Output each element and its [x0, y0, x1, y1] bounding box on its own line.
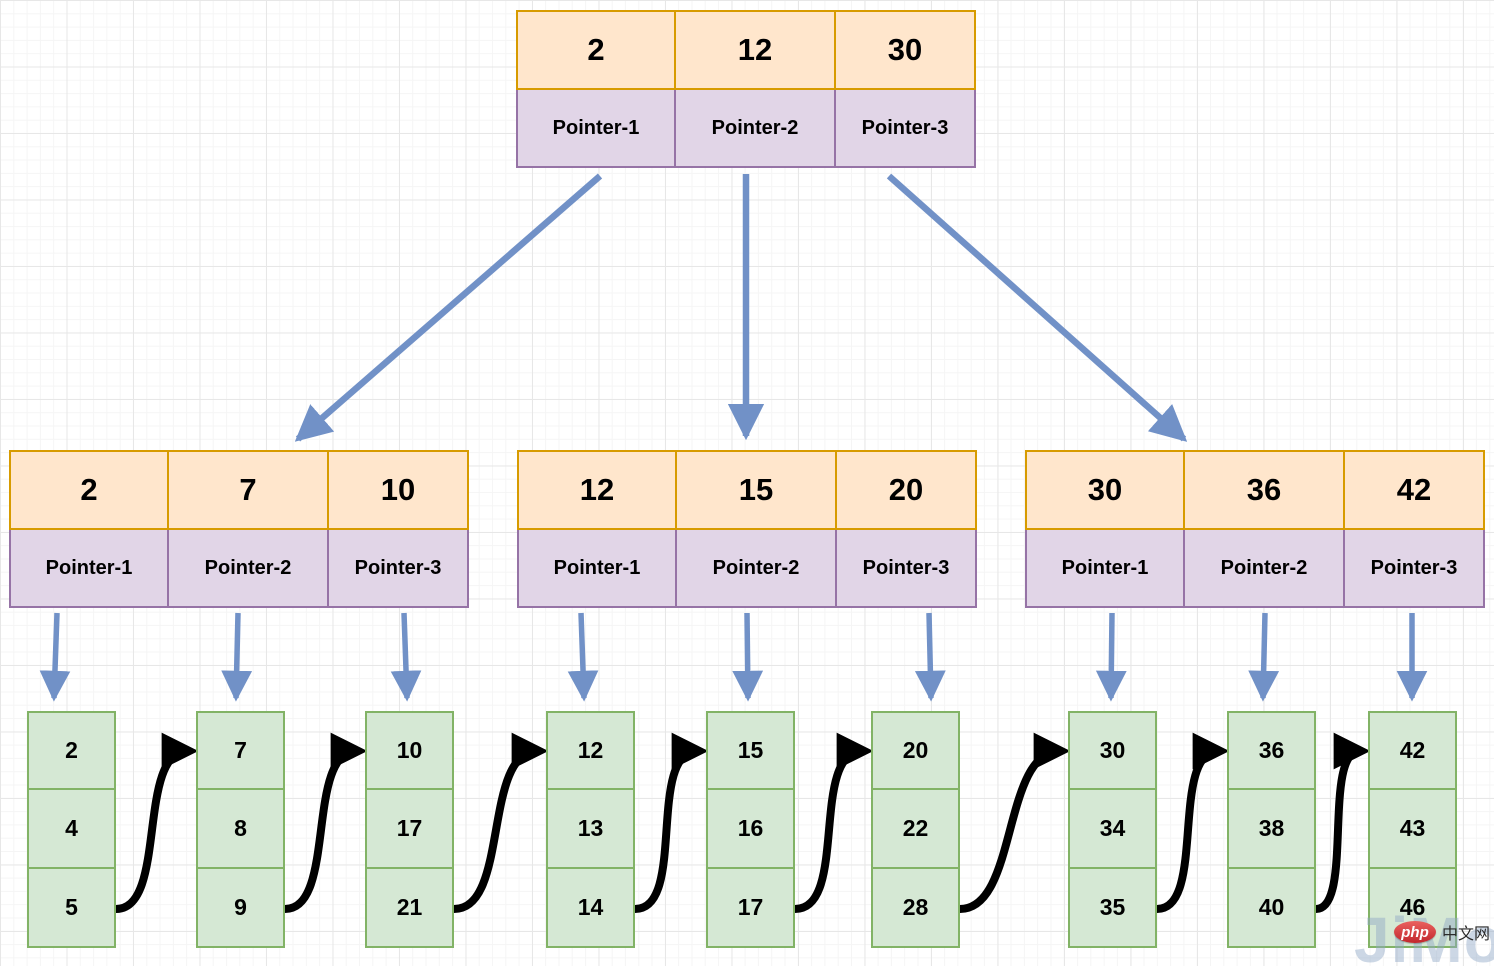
leaf-value-cell: 9	[196, 869, 285, 948]
internal-key-cell: 10	[329, 450, 469, 530]
leaf-value-cell: 35	[1068, 869, 1157, 948]
internal-node-3: 30 36 42 Pointer-1 Pointer-2 Pointer-3	[1025, 450, 1485, 608]
arrow-leaf-4-to-leaf-5	[631, 732, 709, 913]
leaf-value-cell: 13	[546, 790, 635, 869]
leaf-value-cell: 38	[1227, 790, 1316, 869]
arrow-pointer-to-leaf-1	[39, 612, 71, 702]
leaf-value-cell: 40	[1227, 869, 1316, 948]
arrow-leaf-2-to-leaf-3	[281, 732, 368, 913]
leaf-value-cell: 42	[1368, 711, 1457, 790]
internal-pointer-cell: Pointer-2	[677, 530, 837, 608]
internal-key-cell: 20	[837, 450, 977, 530]
internal-3-pointer-row: Pointer-1 Pointer-2 Pointer-3	[1025, 530, 1485, 608]
root-pointer-cell: Pointer-3	[836, 90, 976, 168]
internal-node-1: 2 7 10 Pointer-1 Pointer-2 Pointer-3	[9, 450, 469, 608]
leaf-value-cell: 43	[1368, 790, 1457, 869]
leaf-value-cell: 17	[365, 790, 454, 869]
arrow-leaf-7-to-leaf-8	[1153, 732, 1230, 913]
leaf-value-cell: 36	[1227, 711, 1316, 790]
leaf-value-cell: 22	[871, 790, 960, 869]
arrow-leaf-8-to-leaf-9	[1312, 732, 1371, 913]
php-logo-icon: php	[1394, 921, 1436, 943]
internal-pointer-cell: Pointer-2	[169, 530, 329, 608]
arrow-pointer-to-leaf-4	[567, 612, 599, 702]
leaf-value-cell: 20	[871, 711, 960, 790]
internal-key-cell: 12	[517, 450, 677, 530]
root-pointer-cell: Pointer-2	[676, 90, 836, 168]
internal-pointer-cell: Pointer-1	[517, 530, 677, 608]
internal-key-cell: 42	[1345, 450, 1485, 530]
internal-pointer-cell: Pointer-1	[1025, 530, 1185, 608]
arrow-leaf-3-to-leaf-4	[450, 732, 549, 913]
root-pointer-cell: Pointer-1	[516, 90, 676, 168]
leaf-node-4: 12 13 14	[546, 711, 635, 948]
internal-1-pointer-row: Pointer-1 Pointer-2 Pointer-3	[9, 530, 469, 608]
leaf-node-8: 36 38 40	[1227, 711, 1316, 948]
leaf-value-cell: 5	[27, 869, 116, 948]
site-logo: php 中文网	[1394, 920, 1490, 944]
leaf-value-cell: 16	[706, 790, 795, 869]
internal-key-cell: 30	[1025, 450, 1185, 530]
leaf-node-7: 30 34 35	[1068, 711, 1157, 948]
internal-pointer-cell: Pointer-3	[1345, 530, 1485, 608]
leaf-node-2: 7 8 9	[196, 711, 285, 948]
leaf-value-cell: 8	[196, 790, 285, 869]
site-logo-label: 中文网	[1442, 926, 1491, 943]
internal-pointer-cell: Pointer-3	[329, 530, 469, 608]
leaf-node-5: 15 16 17	[706, 711, 795, 948]
root-pointer-row: Pointer-1 Pointer-2 Pointer-3	[516, 90, 976, 168]
internal-pointer-cell: Pointer-3	[837, 530, 977, 608]
leaf-value-cell: 7	[196, 711, 285, 790]
leaf-node-9: 42 43 46	[1368, 711, 1457, 948]
internal-node-2: 12 15 20 Pointer-1 Pointer-2 Pointer-3	[517, 450, 977, 608]
root-key-row: 2 12 30	[516, 10, 976, 90]
internal-1-key-row: 2 7 10	[9, 450, 469, 530]
leaf-node-6: 20 22 28	[871, 711, 960, 948]
arrow-pointer-to-leaf-8	[1248, 612, 1280, 702]
leaf-value-cell: 21	[365, 869, 454, 948]
arrow-leaf-1-to-leaf-2	[112, 732, 199, 913]
arrow-leaf-6-to-leaf-7	[956, 732, 1071, 913]
arrow-pointer-to-leaf-6	[914, 612, 946, 702]
root-key-cell: 12	[676, 10, 836, 90]
internal-3-key-row: 30 36 42	[1025, 450, 1485, 530]
leaf-value-cell: 10	[365, 711, 454, 790]
internal-pointer-cell: Pointer-2	[1185, 530, 1345, 608]
root-key-cell: 30	[836, 10, 976, 90]
internal-key-cell: 2	[9, 450, 169, 530]
internal-2-key-row: 12 15 20	[517, 450, 977, 530]
leaf-value-cell: 17	[706, 869, 795, 948]
internal-2-pointer-row: Pointer-1 Pointer-2 Pointer-3	[517, 530, 977, 608]
leaf-node-3: 10 17 21	[365, 711, 454, 948]
arrow-leaf-5-to-leaf-6	[791, 732, 874, 913]
internal-pointer-cell: Pointer-1	[9, 530, 169, 608]
arrow-root-to-internal-3	[886, 173, 1188, 442]
leaf-value-cell: 30	[1068, 711, 1157, 790]
arrow-pointer-to-leaf-7	[1095, 612, 1127, 702]
root-node: 2 12 30 Pointer-1 Pointer-2 Pointer-3	[516, 10, 976, 168]
leaf-value-cell: 4	[27, 790, 116, 869]
leaf-value-cell: 15	[706, 711, 795, 790]
internal-key-cell: 7	[169, 450, 329, 530]
leaf-value-cell: 14	[546, 869, 635, 948]
leaf-value-cell: 46	[1368, 869, 1457, 948]
root-key-cell: 2	[516, 10, 676, 90]
internal-key-cell: 36	[1185, 450, 1345, 530]
leaf-value-cell: 28	[871, 869, 960, 948]
leaf-value-cell: 2	[27, 711, 116, 790]
leaf-value-cell: 12	[546, 711, 635, 790]
leaf-value-cell: 34	[1068, 790, 1157, 869]
leaf-node-1: 2 4 5	[27, 711, 116, 948]
arrow-root-to-internal-1	[294, 173, 603, 442]
arrow-pointer-to-leaf-3	[390, 612, 422, 702]
internal-key-cell: 15	[677, 450, 837, 530]
arrow-pointer-to-leaf-5	[732, 612, 764, 702]
arrow-pointer-to-leaf-2	[221, 612, 253, 702]
